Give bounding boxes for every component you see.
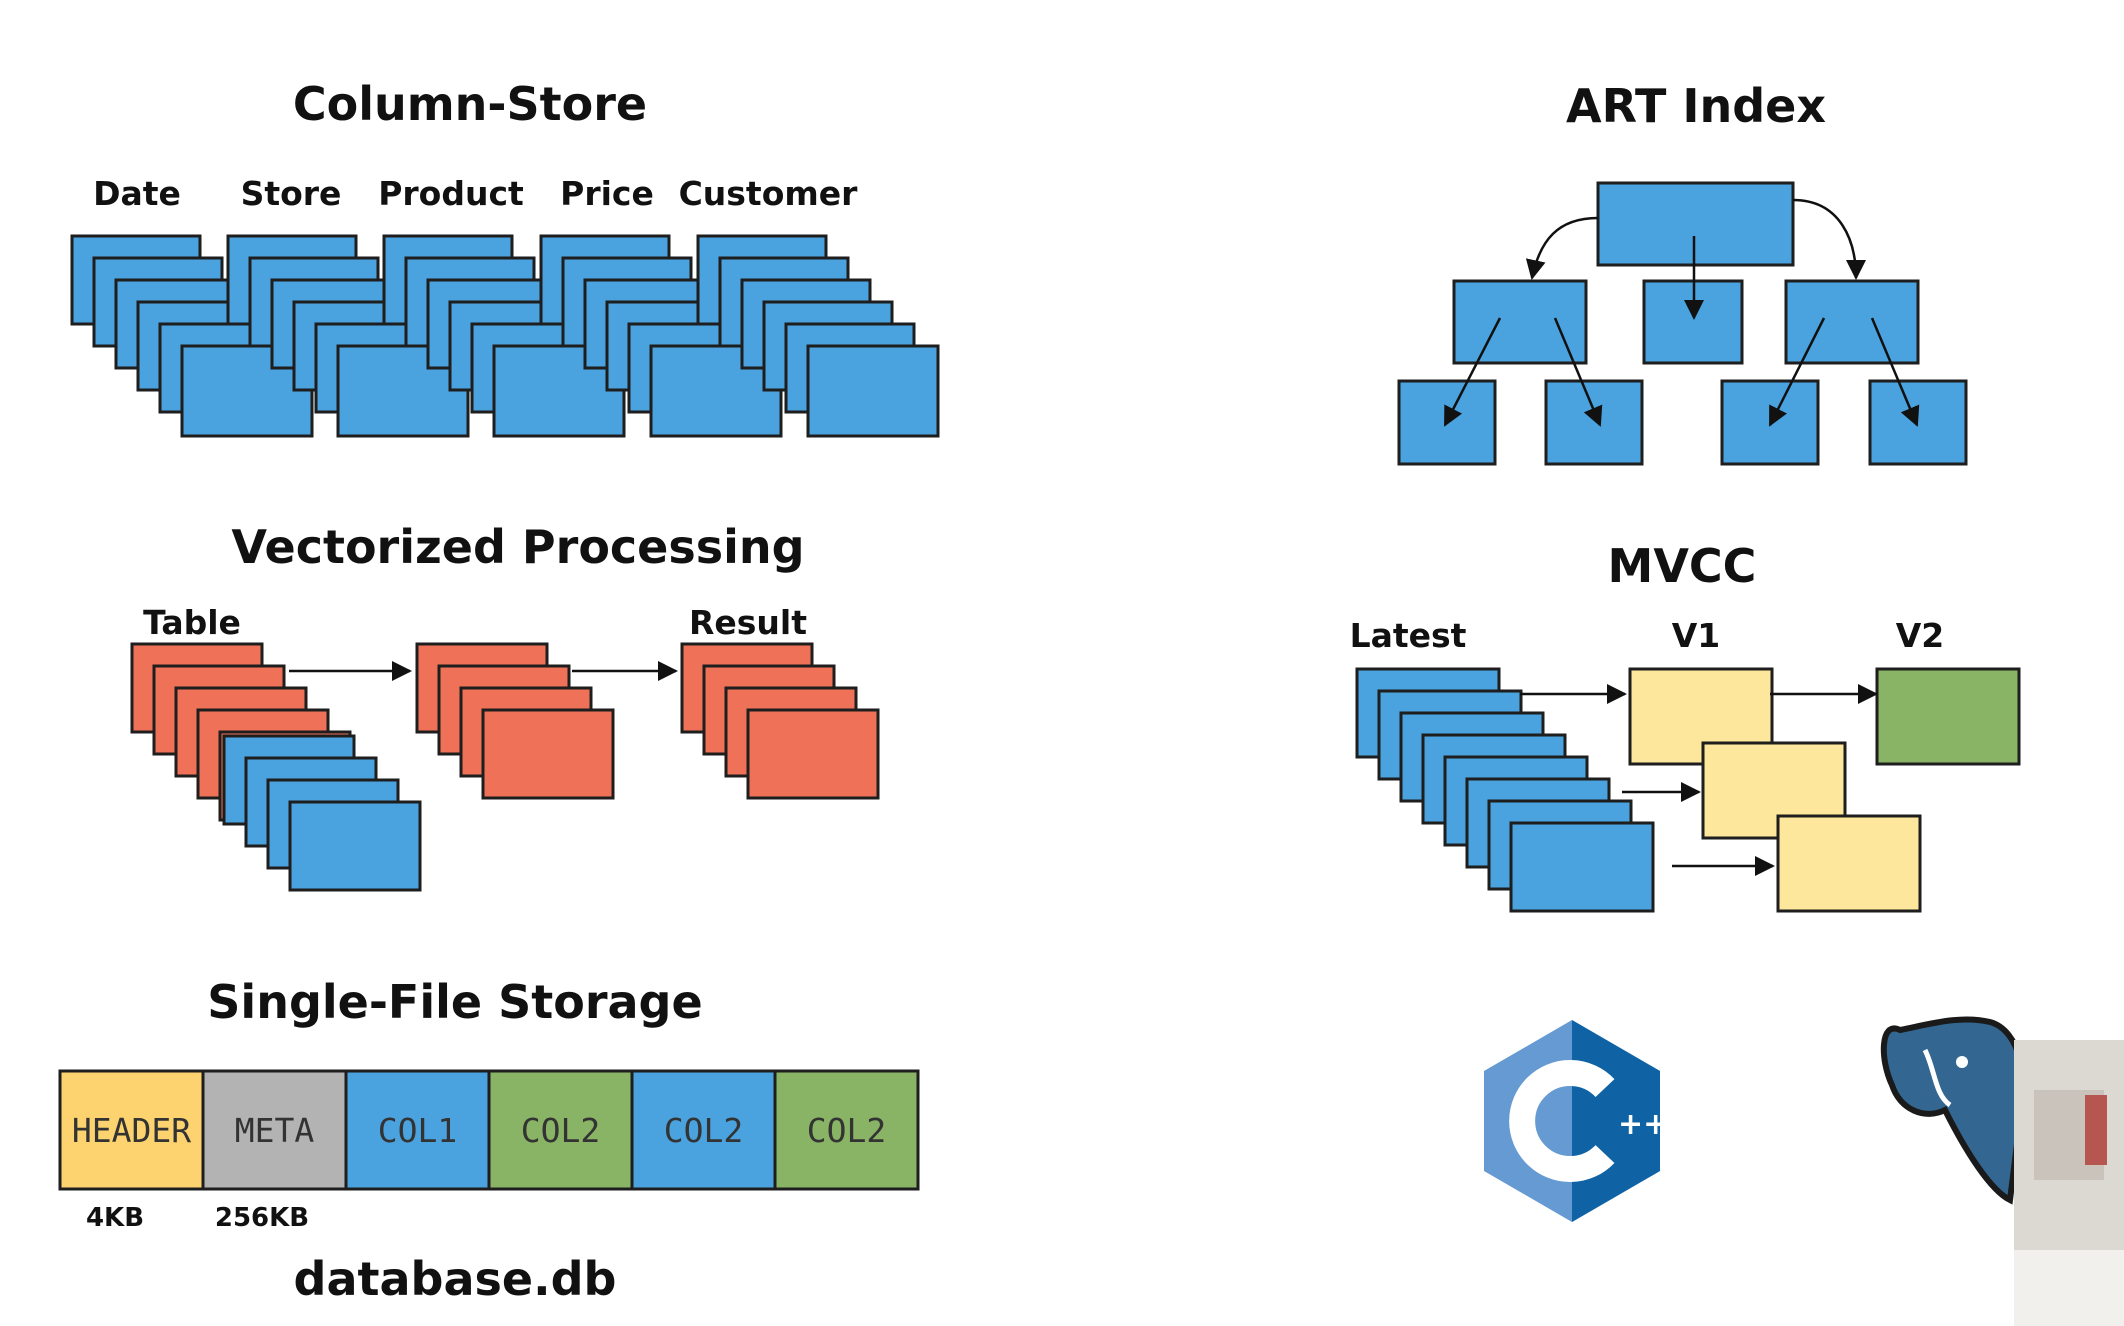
vector-block-4 <box>288 800 422 892</box>
art-index-title: ART Index <box>1566 79 1826 133</box>
column-label-customer: Customer <box>679 174 859 213</box>
webcam-overlay <box>2014 1040 2124 1326</box>
v2-label: V2 <box>1896 616 1945 655</box>
file-segment-col2-5 <box>630 1069 777 1191</box>
result-label: Result <box>689 603 807 642</box>
latest-stack <box>1355 667 1655 913</box>
webcam-foreground <box>2014 1250 2124 1326</box>
v1-box-2 <box>1701 741 1847 840</box>
file-segment-col2-6 <box>773 1069 920 1191</box>
single-file-section: Single-File Storage HEADER META COL1 COL2 CO… <box>58 975 920 1306</box>
column-store-section: Column-Store Date Store Product Price Custom… <box>70 77 940 438</box>
art-tree-nodes <box>1397 181 1968 466</box>
column-labels: Date Store Product Price Customer <box>93 174 858 213</box>
art-edge-right-child-1 <box>1768 317 1826 427</box>
column-label-price: Price <box>560 174 654 213</box>
column-label-product: Product <box>378 174 524 213</box>
latest-block-8 <box>1509 821 1655 913</box>
art-leaf-node-2 <box>1544 379 1644 466</box>
art-inner-node-left <box>1452 279 1588 365</box>
postgresql-trunk-line <box>1922 1048 1952 1108</box>
meta-size-label: 256KB <box>215 1203 309 1233</box>
column-block-3-6 <box>492 344 626 438</box>
single-file-title: Single-File Storage <box>207 975 702 1029</box>
file-segment-label-1: HEADER <box>72 1111 191 1150</box>
vectorized-section: Vectorized Processing Table Result <box>130 520 880 892</box>
v2-box <box>1875 667 2021 766</box>
column-stacks <box>70 234 940 438</box>
art-index-section: ART Index <box>1397 79 1968 466</box>
file-segment-header-1 <box>58 1069 205 1191</box>
table-label: Table <box>143 603 241 642</box>
cpp-plus-text: ++ <box>1618 1107 1668 1142</box>
art-tree-edges <box>1443 198 1920 427</box>
art-edge-left-child-1 <box>1443 317 1502 427</box>
database-filename: database.db <box>294 1252 617 1306</box>
art-leaf-node-4 <box>1868 379 1968 466</box>
column-block-5-6 <box>806 344 940 438</box>
v1-box-3 <box>1776 814 1922 913</box>
result-block-4 <box>746 708 880 800</box>
file-segments: HEADER META COL1 COL2 COL2 COL2 <box>58 1069 920 1191</box>
c-plus-plus-logo: ++ <box>1484 1020 1668 1222</box>
mvcc-section: MVCC Latest V1 V2 <box>1350 539 2021 913</box>
column-store-title: Column-Store <box>293 77 647 131</box>
column-label-date: Date <box>93 174 181 213</box>
cpp-c-glyph <box>1509 1060 1615 1182</box>
vector-stacks <box>130 642 880 892</box>
art-edge-root-right <box>1792 198 1866 280</box>
file-segment-label-3: COL1 <box>378 1111 457 1150</box>
v1-label: V1 <box>1672 616 1721 655</box>
art-edge-right-child-2 <box>1870 317 1920 427</box>
webcam-background-object <box>2085 1095 2107 1165</box>
version-boxes <box>1628 667 2021 913</box>
file-segment-label-2: META <box>235 1111 315 1150</box>
column-label-store: Store <box>241 174 342 213</box>
file-segment-meta-2 <box>201 1069 348 1191</box>
file-segment-label-4: COL2 <box>521 1111 600 1150</box>
postgresql-eye-icon <box>1956 1056 1968 1068</box>
postgresql-elephant-icon <box>1880 1016 2027 1205</box>
header-size-label: 4KB <box>86 1203 144 1233</box>
file-segment-col1-3 <box>344 1069 491 1191</box>
art-root-node <box>1596 181 1795 267</box>
file-segment-label-6: COL2 <box>807 1111 886 1150</box>
art-edge-left-child-2 <box>1553 317 1603 427</box>
intermediate-block-4 <box>481 708 615 800</box>
vectorized-title: Vectorized Processing <box>231 520 804 574</box>
art-edge-root-left <box>1525 216 1599 280</box>
art-inner-node-right <box>1784 279 1920 365</box>
mvcc-title: MVCC <box>1608 539 1757 593</box>
file-segment-label-5: COL2 <box>664 1111 743 1150</box>
latest-label: Latest <box>1350 616 1467 655</box>
postgresql-elephant-logo <box>1880 1016 2027 1205</box>
